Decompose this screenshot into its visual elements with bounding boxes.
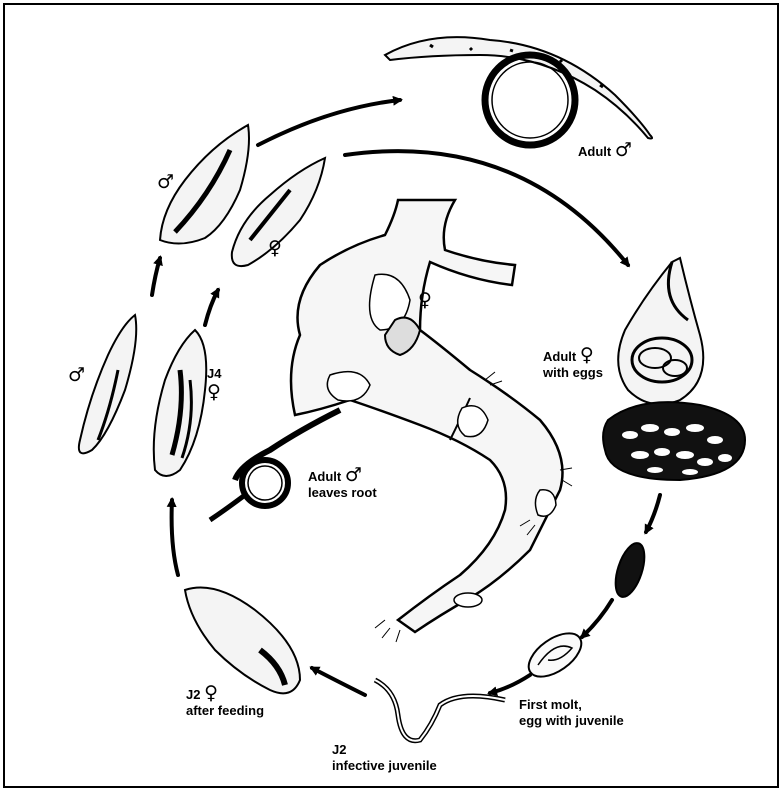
arrow-to-male-stage [152, 258, 160, 295]
male-symbol-icon: ♂ [615, 139, 632, 161]
female-symbol-icon: ♀ [418, 290, 432, 310]
egg [610, 540, 650, 601]
female-symbol-icon: ♀ [204, 682, 218, 704]
adult-female-with-eggs [603, 258, 745, 480]
male-symbol-icon: ♂ [68, 365, 85, 385]
j2-female-after-feeding [185, 588, 300, 694]
arrow-to-egg [646, 495, 660, 532]
male-symbol-icon: ♂ [345, 464, 362, 486]
arrow-to-j2-female [312, 668, 365, 695]
label-j4-female: J4 ♀ [207, 366, 221, 402]
label-first-molt: First molt, egg with juvenile [519, 697, 624, 729]
arrow-to-female-stage [205, 290, 218, 325]
adult-male-worm [385, 37, 652, 145]
label-j2-female-after-feeding: J2 ♀ after feeding [186, 683, 264, 719]
arrow-to-j4-from-j2 [172, 500, 178, 575]
female-symbol-icon: ♀ [207, 382, 221, 402]
arrow-to-adult-male [258, 100, 400, 145]
root-with-nematodes [235, 200, 572, 642]
male-symbol-icon: ♂ [157, 172, 174, 192]
j2-infective-juvenile [375, 680, 505, 741]
label-adult-male: Adult ♂ [578, 140, 632, 160]
arrow-to-j2-infective [490, 675, 530, 693]
label-adult-male-leaves-root: Adult ♂ leaves root [308, 465, 377, 501]
label-adult-female-with-eggs: Adult ♀ with eggs [543, 345, 603, 381]
adult-male-leaving-root [210, 460, 288, 520]
female-symbol-icon: ♀ [580, 344, 594, 366]
label-j2-infective-juvenile: J2 infective juvenile [332, 742, 437, 774]
female-symbol-icon: ♀ [268, 238, 282, 258]
j4-female [154, 330, 207, 476]
arrow-to-first-molt [582, 600, 612, 637]
male-stage-lower [79, 315, 136, 453]
